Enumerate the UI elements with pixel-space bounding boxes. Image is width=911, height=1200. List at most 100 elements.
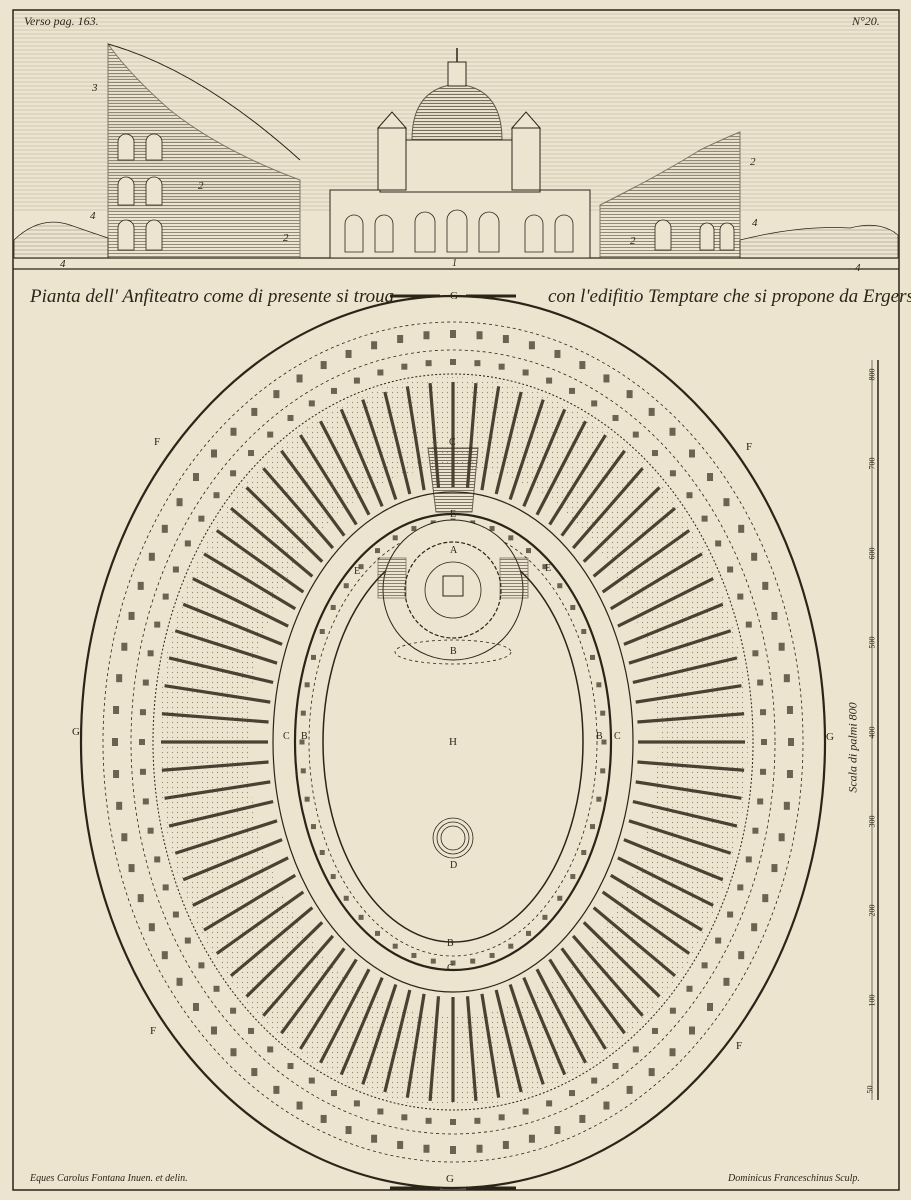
inner-pier: [508, 943, 514, 949]
pier: [210, 449, 217, 458]
pier: [267, 1046, 274, 1053]
pier: [116, 674, 123, 683]
radial-wall: [203, 552, 297, 611]
inner-pier: [590, 654, 596, 660]
inner-pier: [310, 654, 316, 660]
inner-pier: [489, 526, 495, 532]
pier: [476, 1144, 483, 1153]
radial-wall: [617, 856, 714, 907]
plan-title-left: Pianta dell' Anfiteatro come di presente…: [30, 286, 395, 307]
radial-wall: [480, 993, 501, 1098]
pier: [723, 977, 730, 986]
pier: [113, 705, 120, 714]
section-label-2: 2: [750, 156, 756, 168]
radial-wall: [405, 386, 426, 491]
radial-wall: [480, 386, 501, 491]
inner-pier: [542, 564, 548, 570]
pier: [137, 894, 144, 903]
radial-wall: [494, 989, 523, 1093]
plan-label-D: D: [450, 860, 458, 871]
pier: [148, 552, 155, 561]
pier: [723, 498, 730, 507]
inner-pier: [310, 824, 316, 830]
pier: [669, 1007, 676, 1014]
radial-wall: [465, 996, 478, 1102]
pier: [745, 856, 752, 863]
radial-wall: [161, 760, 269, 772]
plan-label-C: C: [283, 731, 290, 742]
inner-pier: [450, 960, 456, 966]
pier: [401, 363, 408, 370]
pier: [172, 911, 179, 918]
pier: [248, 1027, 255, 1034]
radial-wall: [582, 921, 661, 998]
chapel-left: [377, 557, 407, 599]
pier: [121, 833, 128, 842]
pier: [751, 552, 758, 561]
radial-wall: [560, 449, 626, 537]
radial-wall: [582, 486, 661, 563]
pier: [626, 1085, 633, 1094]
plan-label-C: C: [614, 731, 621, 742]
radial-wall: [535, 420, 587, 516]
radial-wall: [182, 838, 283, 882]
radial-wall: [592, 506, 677, 578]
radial-wall: [383, 989, 412, 1093]
pier: [273, 1085, 280, 1094]
inner-pier: [411, 526, 417, 532]
pier: [172, 566, 179, 573]
plan-label-F: F: [736, 1040, 743, 1052]
inner-pier: [590, 824, 596, 830]
inner-pier: [358, 914, 364, 920]
radial-wall: [164, 684, 271, 704]
inner-pier: [304, 682, 310, 688]
pier: [330, 1090, 337, 1097]
left-belltower: [377, 127, 407, 191]
section-label-4: 4: [855, 262, 861, 274]
radial-wall: [174, 629, 278, 665]
radial-wall: [494, 391, 523, 495]
signature-right: Dominicus Franceschinus Sculp.: [728, 1173, 860, 1184]
inner-pier: [542, 914, 548, 920]
pier: [554, 1126, 561, 1135]
pier: [528, 1134, 535, 1143]
scale-tick-label: 100: [867, 994, 877, 1007]
pier: [121, 642, 128, 651]
plan-label-B: B: [596, 731, 603, 742]
scale-tick-label: 200: [867, 904, 877, 917]
pier: [669, 1048, 676, 1057]
plan-label-C: C: [449, 437, 456, 448]
pier: [296, 1101, 303, 1110]
pier: [198, 515, 205, 522]
church-plan-A: [377, 519, 529, 665]
pier: [230, 1048, 237, 1057]
radial-wall: [339, 408, 384, 508]
pier: [569, 387, 576, 394]
pier: [251, 1068, 258, 1077]
pier: [371, 341, 378, 350]
pier: [192, 1002, 199, 1011]
pier: [308, 400, 315, 407]
pier: [267, 431, 274, 438]
plan-label-F: F: [746, 441, 753, 453]
pier: [686, 985, 693, 992]
pier: [425, 1117, 432, 1124]
radial-wall: [623, 838, 724, 882]
pier: [116, 801, 123, 810]
inner-pier: [570, 874, 576, 880]
inner-pier: [304, 796, 310, 802]
radial-wall: [548, 958, 607, 1050]
inner-pier: [343, 895, 349, 901]
pier: [761, 739, 767, 745]
pier: [154, 856, 161, 863]
inner-pier: [557, 895, 563, 901]
radial-wall: [592, 906, 677, 978]
inner-pier: [430, 958, 436, 964]
pier: [320, 1114, 327, 1123]
inner-pier: [358, 564, 364, 570]
pier: [760, 709, 767, 716]
pier: [320, 361, 327, 370]
radial-wall: [203, 873, 297, 932]
pier: [113, 770, 120, 779]
